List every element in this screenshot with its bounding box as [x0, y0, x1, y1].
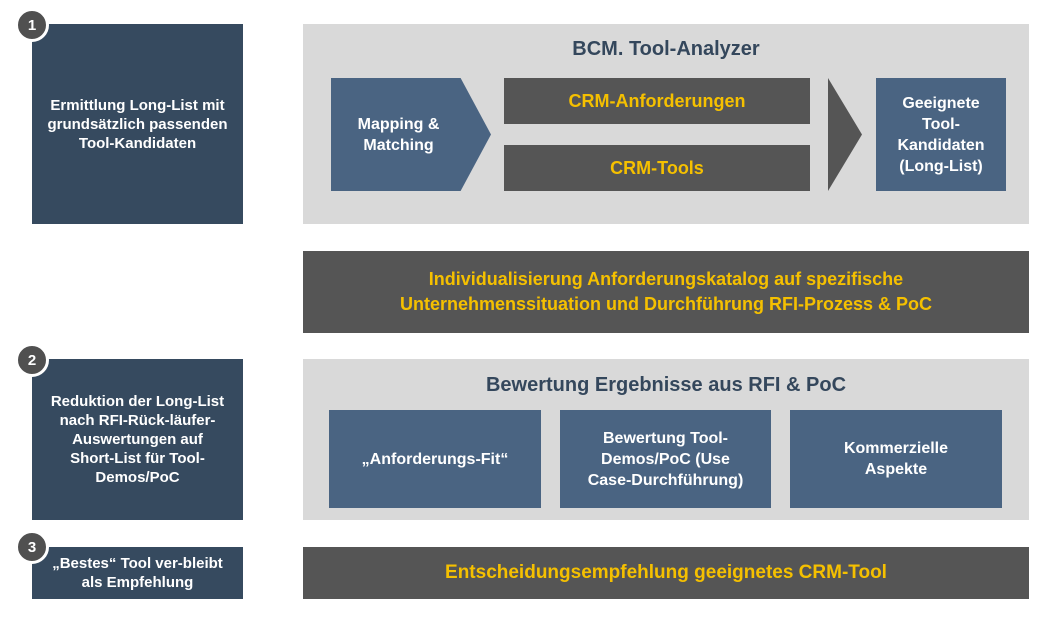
decision-banner: Entscheidungsempfehlung geeignetes CRM-T…	[303, 547, 1029, 599]
evaluation-item-commercial: Kommerzielle Aspekte	[790, 410, 1002, 508]
step-3-box: „Bestes“ Tool ver-bleibt als Empfehlung	[32, 547, 243, 599]
step-3-badge: 3	[15, 530, 49, 564]
evaluation-item-text: „Anforderungs-Fit“	[361, 450, 509, 468]
crm-requirements-box: CRM-Anforderungen	[504, 78, 810, 124]
evaluation-title: Bewertung Ergebnisse aus RFI & PoC	[485, 374, 847, 396]
step-2-box: Reduktion der Long-List nach RFI-Rück-lä…	[32, 359, 243, 520]
step-3-text: „Bestes“ Tool ver-bleibt als Empfehlung	[52, 555, 223, 591]
individualization-text: Individualisierung Anforderungskatalog a…	[399, 269, 933, 314]
step-2-badge: 2	[15, 343, 49, 377]
result-text: Geeignete Tool-Kandidaten (Long-List)	[897, 94, 985, 175]
evaluation-item-fit: „Anforderungs-Fit“	[329, 410, 541, 508]
step-2-text: Reduktion der Long-List nach RFI-Rück-lä…	[50, 393, 225, 486]
step-1-box: Ermittlung Long-List mit grundsätzlich p…	[32, 24, 243, 224]
result-box: Geeignete Tool-Kandidaten (Long-List)	[876, 78, 1006, 191]
step-1-text: Ermittlung Long-List mit grundsätzlich p…	[47, 96, 228, 152]
evaluation-item-text: Kommerzielle Aspekte	[843, 440, 949, 478]
step-1-badge: 1	[15, 8, 49, 42]
evaluation-item-text: Bewertung Tool-Demos/PoC (Use Case-Durch…	[587, 429, 744, 489]
mapping-text: Mapping & Matching	[357, 115, 440, 154]
crm-tools-box: CRM-Tools	[504, 145, 810, 191]
analyzer-title: BCM. Tool-Analyzer	[572, 38, 760, 60]
individualization-banner: Individualisierung Anforderungskatalog a…	[303, 251, 1029, 333]
evaluation-item-demos: Bewertung Tool-Demos/PoC (Use Case-Durch…	[560, 410, 771, 508]
mapping-chevron: Mapping & Matching	[331, 78, 491, 191]
